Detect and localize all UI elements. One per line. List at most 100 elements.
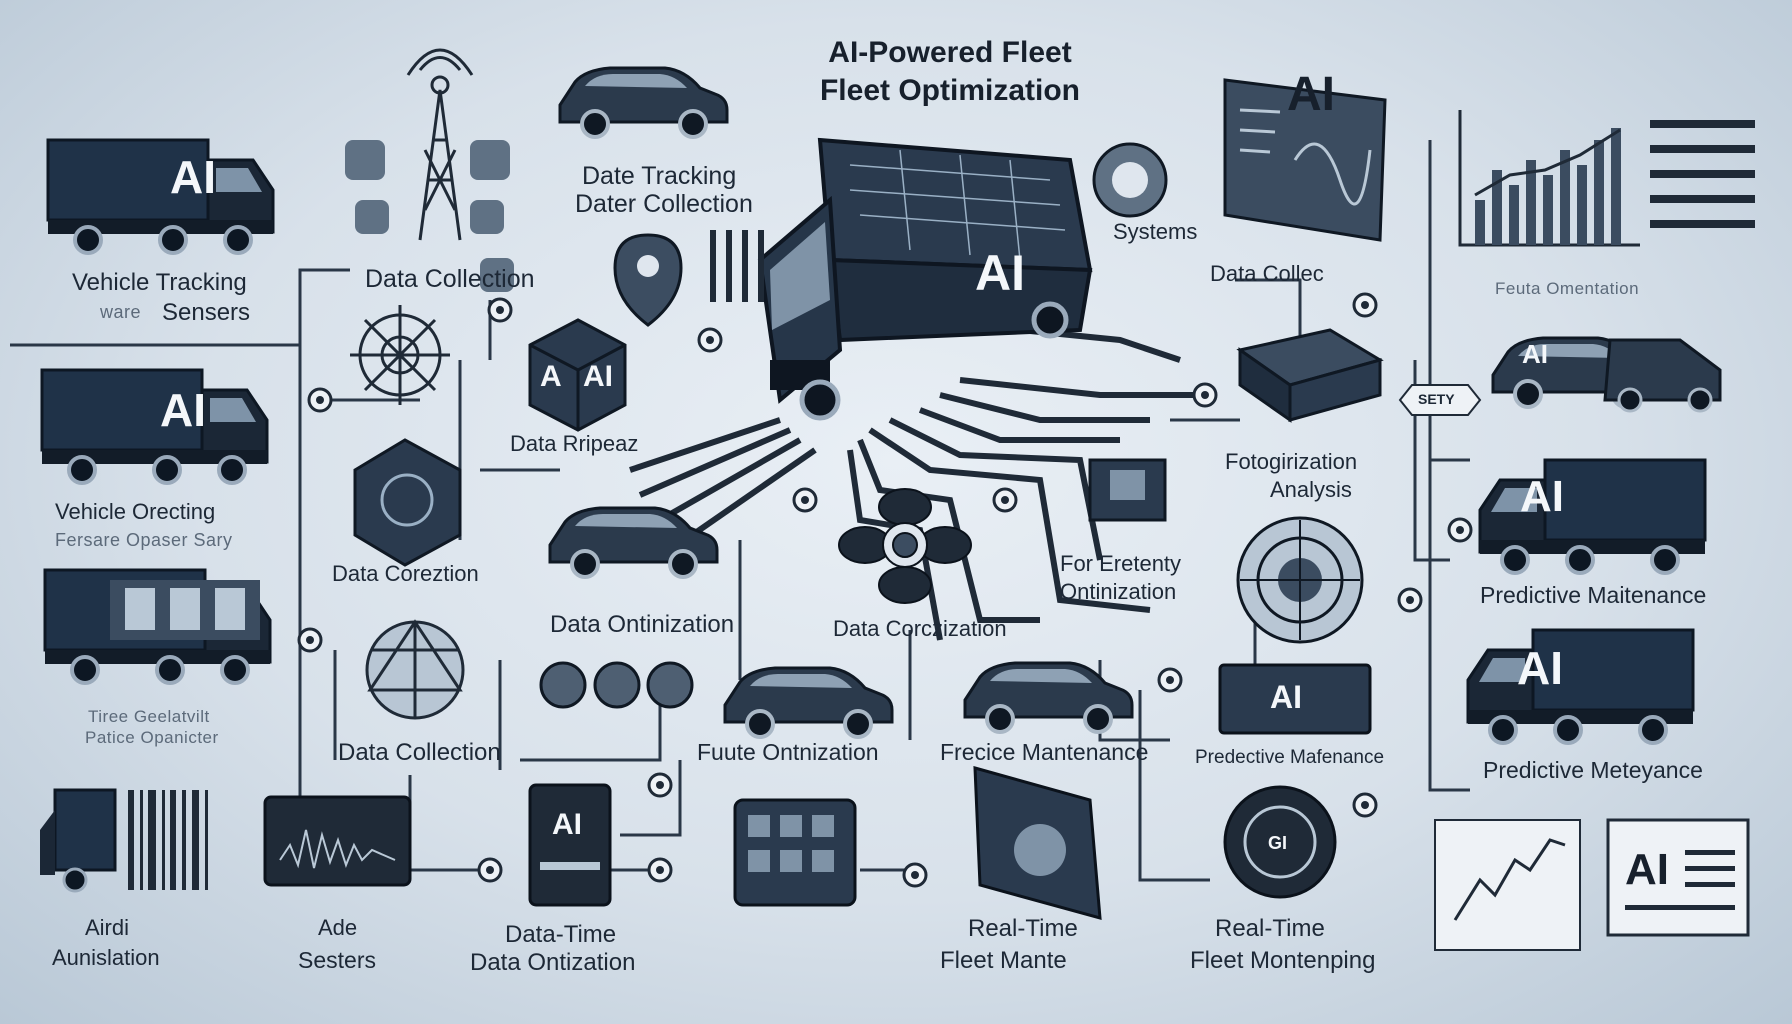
- sensors-label: Sensers: [162, 299, 251, 326]
- real-time-label: Real-Time: [1215, 915, 1325, 942]
- orecting-sub-caption: Fersare Opaser Sary: [55, 530, 233, 550]
- vehicle-tracking-label: Vehicle Tracking: [72, 269, 247, 296]
- connector-node: [1352, 792, 1378, 818]
- dashboard-screen-icon: [1223, 78, 1387, 242]
- route-optimization-label: Fuute Ontnization: [697, 739, 879, 765]
- sensors-label: Sesters: [298, 947, 376, 973]
- real-time-label: Real-Time: [968, 915, 1078, 942]
- document-icon: [1606, 818, 1750, 937]
- connector-node: [307, 387, 333, 413]
- hexagon-cluster-icon: [838, 488, 972, 604]
- connector-node: [647, 857, 673, 883]
- map-pin-icon: [613, 233, 683, 327]
- van-icon: [1603, 338, 1722, 413]
- car-icon: [723, 666, 894, 739]
- ai-badge: AI: [1520, 472, 1564, 521]
- hexagon-chip-icon: [353, 438, 462, 567]
- ai-badge: AI: [552, 808, 582, 841]
- data-collection-label: Data Collection: [338, 739, 501, 766]
- car-icon: [548, 506, 719, 579]
- ai-badge: AI: [170, 151, 216, 203]
- data-collection-label: Data Collection: [365, 265, 535, 293]
- tracking-sub-caption: ware: [100, 302, 142, 322]
- car-icon: [558, 66, 729, 139]
- data-ontinization-label: Data Ontinization: [550, 611, 735, 638]
- ai-badge: AI: [1270, 679, 1302, 715]
- truck-icon: [1478, 458, 1707, 575]
- automation-label: Aunislation: [52, 945, 160, 970]
- stripes-icon: [710, 230, 764, 302]
- connector-node: [792, 487, 818, 513]
- data-collec-label: Data Collec: [1210, 261, 1324, 286]
- settings-badge-icon: [1092, 142, 1168, 218]
- connector-node: [297, 627, 323, 653]
- ai-badge: AI: [975, 245, 1025, 301]
- ai-badge: AI: [1522, 339, 1548, 369]
- globe-network-icon: [365, 619, 465, 720]
- fotogization-label: Fotogirization: [1225, 449, 1358, 474]
- precise-maintenance-label: Frecice Mantenance: [940, 739, 1149, 765]
- ade-label: Ade: [318, 915, 358, 940]
- ai-badge: AI: [1517, 642, 1563, 694]
- road-lines: [629, 327, 1200, 641]
- feuta-omentation-label: Feuta Omentation: [1495, 279, 1640, 298]
- data-coreztion-label: Data Coreztion: [332, 561, 479, 586]
- data-rripeaz-label: Data Rripeaz: [510, 431, 639, 456]
- tablet-icon: [528, 783, 612, 907]
- gear-icon: [350, 305, 450, 405]
- waveform-monitor-icon: [263, 795, 412, 887]
- ontinization-label: Ontinization: [1060, 579, 1177, 604]
- round-icons: [539, 661, 694, 709]
- airdi-label: Airdi: [85, 915, 130, 940]
- truck-icon: [40, 368, 269, 485]
- connector-node: [902, 862, 928, 888]
- barcode-icon: [128, 790, 208, 890]
- ai-badge: AI: [583, 360, 613, 393]
- sety-badge: SETY: [1418, 391, 1455, 407]
- ai-badge: A: [540, 360, 562, 393]
- ai-badge: AI: [1287, 68, 1335, 121]
- data-time-label: Data-Time: [505, 921, 617, 948]
- title-line1: AI-Powered Fleet: [828, 36, 1072, 69]
- cube-icon: [528, 318, 627, 432]
- connector-node: [1397, 587, 1423, 613]
- connector-node: [697, 327, 723, 353]
- sety-badge-shape: [1398, 384, 1482, 416]
- ai-badge: AI: [160, 384, 206, 436]
- truck-icon: [46, 138, 275, 255]
- sensor-icons: [345, 140, 514, 292]
- date-tracking-label: Date Tracking: [582, 162, 737, 190]
- fleet-monitoring-label: Fleet Montenping: [1190, 947, 1376, 974]
- connector-node: [1352, 292, 1378, 318]
- ai-badge: AI: [1625, 845, 1669, 894]
- truck-screen-icon: [110, 580, 260, 640]
- predictive-maintenance-label: Predictive Maitenance: [1480, 582, 1707, 608]
- gauge-icon: [1223, 785, 1337, 899]
- line-chart-icon: [1434, 819, 1581, 951]
- connector-node: [1447, 517, 1473, 543]
- bar-chart-icon: [1458, 110, 1640, 247]
- grid-module-icon: [1236, 328, 1384, 423]
- title-line2: Fleet Optimization: [819, 73, 1080, 107]
- gi-badge: GI: [1268, 833, 1288, 853]
- connector-node: [477, 857, 503, 883]
- radar-dial-icon: [1236, 516, 1364, 644]
- legend-bars-icon: [1650, 120, 1755, 228]
- connector-node: [487, 297, 513, 323]
- car-icon: [963, 661, 1134, 734]
- control-panel-icon: [733, 798, 857, 907]
- connector-lines: [10, 140, 1470, 882]
- connector-node: [992, 487, 1018, 513]
- truck-icon: [1466, 628, 1695, 745]
- analysis-label: Analysis: [1270, 477, 1352, 502]
- truck3-sub-caption: Tiree Geelatvilt: [88, 707, 210, 726]
- ai-monitor-icon: [1218, 663, 1372, 735]
- truck3-sub-caption: Patice Opanicter: [85, 728, 219, 747]
- data-ontization-label: Data Ontization: [470, 949, 636, 976]
- systems-label: Systems: [1113, 219, 1198, 244]
- predictive-maintenance-label: Predective Mafenance: [1195, 747, 1385, 768]
- connector-node: [1157, 667, 1183, 693]
- processor-chip-icon: [1088, 458, 1167, 522]
